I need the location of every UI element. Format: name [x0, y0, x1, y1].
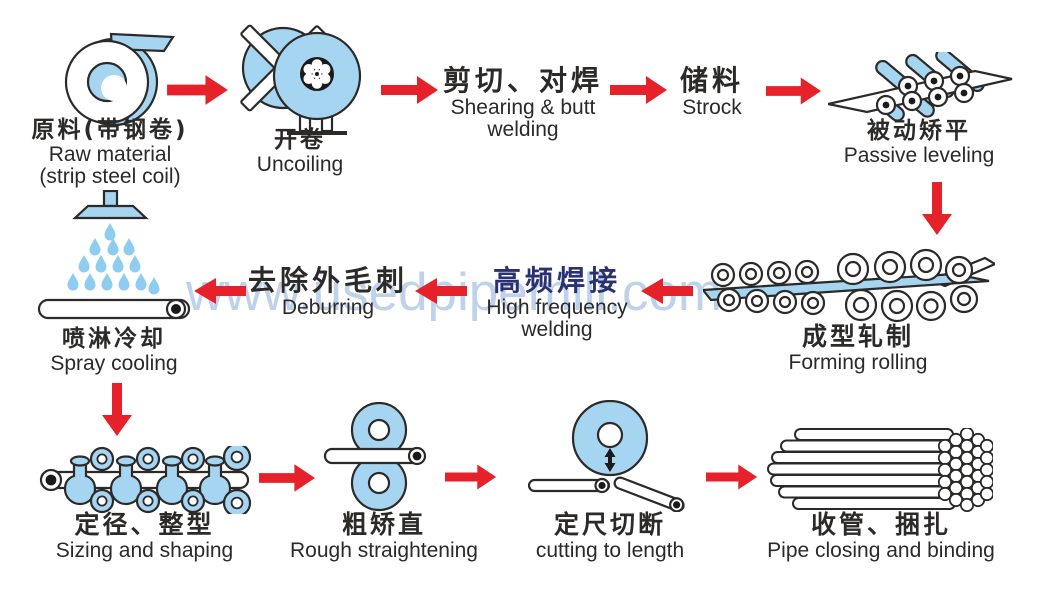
label-zh: 剪切、对焊 [442, 64, 603, 97]
step-spray-cooling-label: 喷淋冷却 Spray cooling [24, 326, 204, 375]
steel-coil-icon [64, 32, 175, 127]
spray-cooling-icon [37, 190, 191, 320]
label-zh: 收管、捆扎 [810, 510, 951, 539]
label-en: Pipe closing and binding [767, 538, 995, 562]
label-en: Uncoiling [256, 153, 344, 177]
step-shearing-label: 剪切、对焊 Shearing & butt welding [418, 64, 628, 141]
pipe-bundle-icon [767, 428, 993, 512]
label-zh: 粗矫直 [341, 510, 426, 539]
flow-arrow-right-icon [167, 75, 228, 105]
label-zh: 定径、整型 [74, 510, 215, 539]
flow-arrow-down-icon [102, 383, 132, 436]
flow-arrow-right-icon [706, 464, 758, 490]
step-forming-rolling-label: 成型轧制 Forming rolling [768, 322, 948, 374]
label-zh: 去除外毛刺 [247, 264, 408, 297]
label-zh: 高频焊接 [492, 264, 621, 297]
label-en: Shearing & butt [450, 96, 596, 120]
step-raw-material-label: 原料(带钢卷) Raw material (strip steel coil) [20, 117, 200, 188]
flow-arrow-right-icon [445, 464, 497, 490]
flow-arrow-right-icon [610, 76, 667, 104]
label-en: cutting to length [535, 538, 685, 562]
flow-arrow-down-icon [922, 182, 952, 235]
label-en: Raw material [48, 143, 172, 167]
sizing-rolls-icon [39, 446, 252, 514]
label-zh: 储料 [679, 64, 744, 97]
label-zh: 开卷 [274, 127, 326, 153]
label-en2: welding [521, 318, 593, 342]
straightening-rolls-icon [323, 402, 427, 512]
flow-arrow-left-icon [641, 278, 693, 304]
flow-arrow-right-icon [259, 464, 316, 492]
step-cutting-label: 定尺切断 cutting to length [510, 510, 710, 562]
label-en: Rough straightening [290, 538, 478, 562]
label-zh: 原料(带钢卷) [31, 117, 189, 143]
step-high-frequency-welding-label: 高频焊接 High frequency welding [467, 264, 647, 341]
flow-arrow-right-icon [381, 76, 438, 104]
step-passive-leveling-label: 被动矫平 Passive leveling [824, 118, 1014, 167]
label-zh: 成型轧制 [801, 322, 914, 351]
step-deburring-label: 去除外毛刺 Deburring [238, 264, 418, 319]
label-en: Forming rolling [788, 350, 928, 374]
label-en2: welding [487, 118, 559, 142]
label-zh: 被动矫平 [867, 118, 971, 144]
flow-arrow-left-icon [415, 278, 467, 304]
forming-rolls-icon [703, 248, 995, 323]
step-stock-label: 储料 Strock [652, 64, 772, 119]
step-sizing-label: 定径、整型 Sizing and shaping [37, 510, 252, 562]
passive-leveler-icon [828, 52, 1013, 122]
label-en: High frequency [486, 296, 628, 320]
step-rough-straightening-label: 粗矫直 Rough straightening [284, 510, 484, 562]
step-pipe-closing-binding-label: 收管、捆扎 Pipe closing and binding [756, 510, 1006, 562]
flow-arrow-right-icon [766, 77, 822, 105]
label-en: Spray cooling [50, 352, 178, 376]
label-zh: 定尺切断 [553, 510, 666, 539]
step-uncoiling-label: 开卷 Uncoiling [230, 127, 370, 176]
label-en: Deburring [281, 296, 375, 320]
flow-arrow-left-icon [194, 278, 246, 304]
uncoiler-icon [240, 24, 362, 135]
cutting-saw-icon [528, 400, 685, 512]
label-zh: 喷淋冷却 [62, 326, 166, 352]
label-en2: (strip steel coil) [39, 165, 181, 189]
label-en: Sizing and shaping [55, 538, 234, 562]
label-en: Strock [682, 96, 742, 120]
label-en: Passive leveling [843, 144, 995, 168]
